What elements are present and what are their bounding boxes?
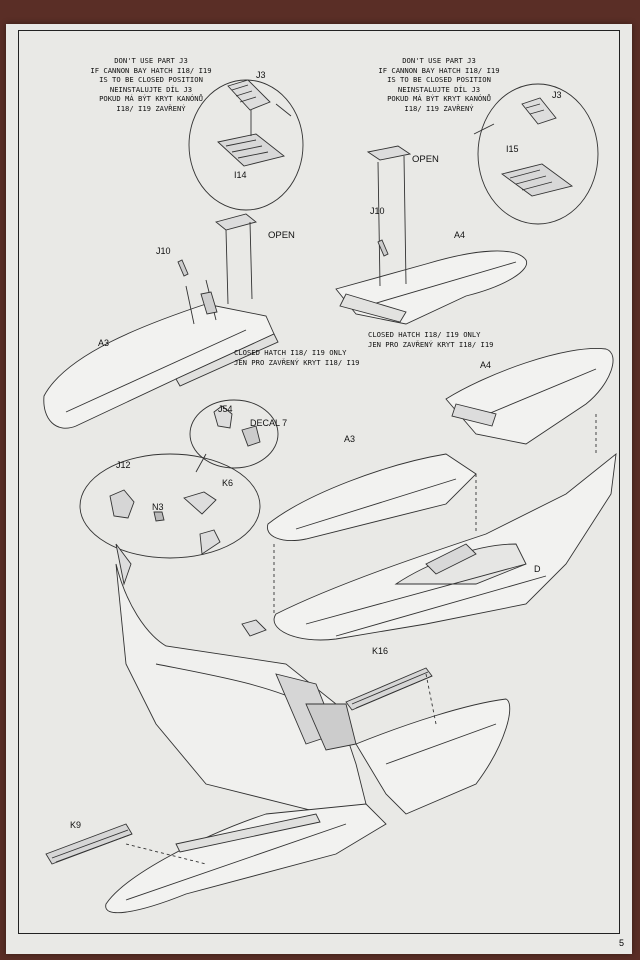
- page-frame: [18, 30, 620, 934]
- label-a3-top: A3: [98, 338, 110, 348]
- note-right: DON'T USE PART J3 IF CANNON BAY HATCH I1…: [354, 56, 524, 114]
- closed-note-right: CLOSED HATCH I18/ I19 ONLY JEN PRO ZAVŘE…: [368, 330, 518, 349]
- label-decal: DECAL 7: [250, 418, 288, 428]
- lower-wing-left: [105, 803, 387, 914]
- wing-a4-top: [335, 250, 528, 325]
- label-a3-mid: A3: [344, 434, 356, 444]
- hatch-open-right: [366, 145, 412, 287]
- label-j3-right: J3: [552, 90, 562, 100]
- closed-left-line1: CLOSED HATCH I18/ I19 ONLY: [234, 348, 347, 357]
- detail-circle-left: [188, 79, 304, 211]
- label-j10-right: J10: [370, 206, 385, 216]
- wing-a4-mid: [445, 348, 614, 445]
- page-number: 5: [618, 938, 624, 948]
- label-k6: K6: [222, 478, 234, 488]
- wing-a3-mid: [267, 453, 477, 541]
- label-i15: I15: [506, 144, 519, 154]
- hatch-open-left: [215, 213, 257, 305]
- label-j12: J12: [116, 460, 131, 470]
- detail-circle-j54: [189, 399, 279, 469]
- label-k16: K16: [372, 646, 389, 656]
- part-j3-left: [227, 79, 271, 111]
- note-right-line4: NEINSTALUJTE DÍL J3: [397, 84, 481, 94]
- label-a4-mid: A4: [480, 360, 492, 370]
- label-n3: N3: [152, 502, 164, 512]
- part-i15: [500, 163, 574, 197]
- closed-right-line2: JEN PRO ZAVŘENÝ KRYT I18/ I19: [368, 339, 494, 349]
- flap-k16: [345, 667, 433, 711]
- closed-note-left: CLOSED HATCH I18/ I19 ONLY JEN PRO ZAVŘE…: [234, 348, 384, 367]
- note-left-line4: NEINSTALUJTE DÍL J3: [109, 84, 193, 94]
- detail-circle-right: [477, 83, 599, 225]
- note-left-line5: POKUD MÁ BÝT KRYT KANÓNŮ: [99, 94, 203, 104]
- part-i14: [217, 133, 286, 167]
- label-j54: J54: [218, 404, 233, 414]
- label-open-left: OPEN: [268, 230, 295, 241]
- lower-wing-right: [355, 698, 511, 815]
- label-a4-top: A4: [454, 230, 466, 240]
- label-j10-left: J10: [156, 246, 171, 256]
- label-open-right: OPEN: [412, 154, 439, 165]
- note-left-line1: DON'T USE PART J3: [114, 56, 188, 65]
- note-right-line1: DON'T USE PART J3: [402, 56, 476, 65]
- lower-fuselage-d: [273, 452, 617, 641]
- label-j3-left: J3: [256, 70, 266, 80]
- note-right-line2: IF CANNON BAY HATCH I18/ I19: [378, 65, 500, 75]
- note-left-line2: IF CANNON BAY HATCH I18/ I19: [90, 65, 212, 75]
- flap-k9: [45, 823, 133, 865]
- note-right-line3: IS TO BE CLOSED POSITION: [387, 75, 491, 85]
- note-left: DON'T USE PART J3 IF CANNON BAY HATCH I1…: [66, 56, 236, 114]
- note-left-line6: I18/ I19 ZAVŘENÝ: [116, 103, 186, 113]
- note-right-line6: I18/ I19 ZAVŘENÝ: [404, 103, 474, 113]
- assembly-drawing: [43, 79, 617, 914]
- label-k9: K9: [70, 820, 82, 830]
- wing-a3-top: [43, 279, 279, 429]
- closed-left-line2: JEN PRO ZAVŘENÝ KRYT I18/ I19: [234, 357, 360, 367]
- note-left-line3: IS TO BE CLOSED POSITION: [99, 75, 203, 85]
- instruction-sheet: DON'T USE PART J3 IF CANNON BAY HATCH I1…: [6, 24, 632, 954]
- note-right-line5: POKUD MÁ BÝT KRYT KANÓNŮ: [387, 94, 491, 104]
- closed-right-line1: CLOSED HATCH I18/ I19 ONLY: [368, 330, 481, 339]
- label-i14: I14: [234, 170, 247, 180]
- fuselage: [115, 543, 367, 815]
- detail-circle-j12: [79, 453, 261, 559]
- part-j3-right: [521, 97, 557, 125]
- label-d: D: [534, 564, 541, 574]
